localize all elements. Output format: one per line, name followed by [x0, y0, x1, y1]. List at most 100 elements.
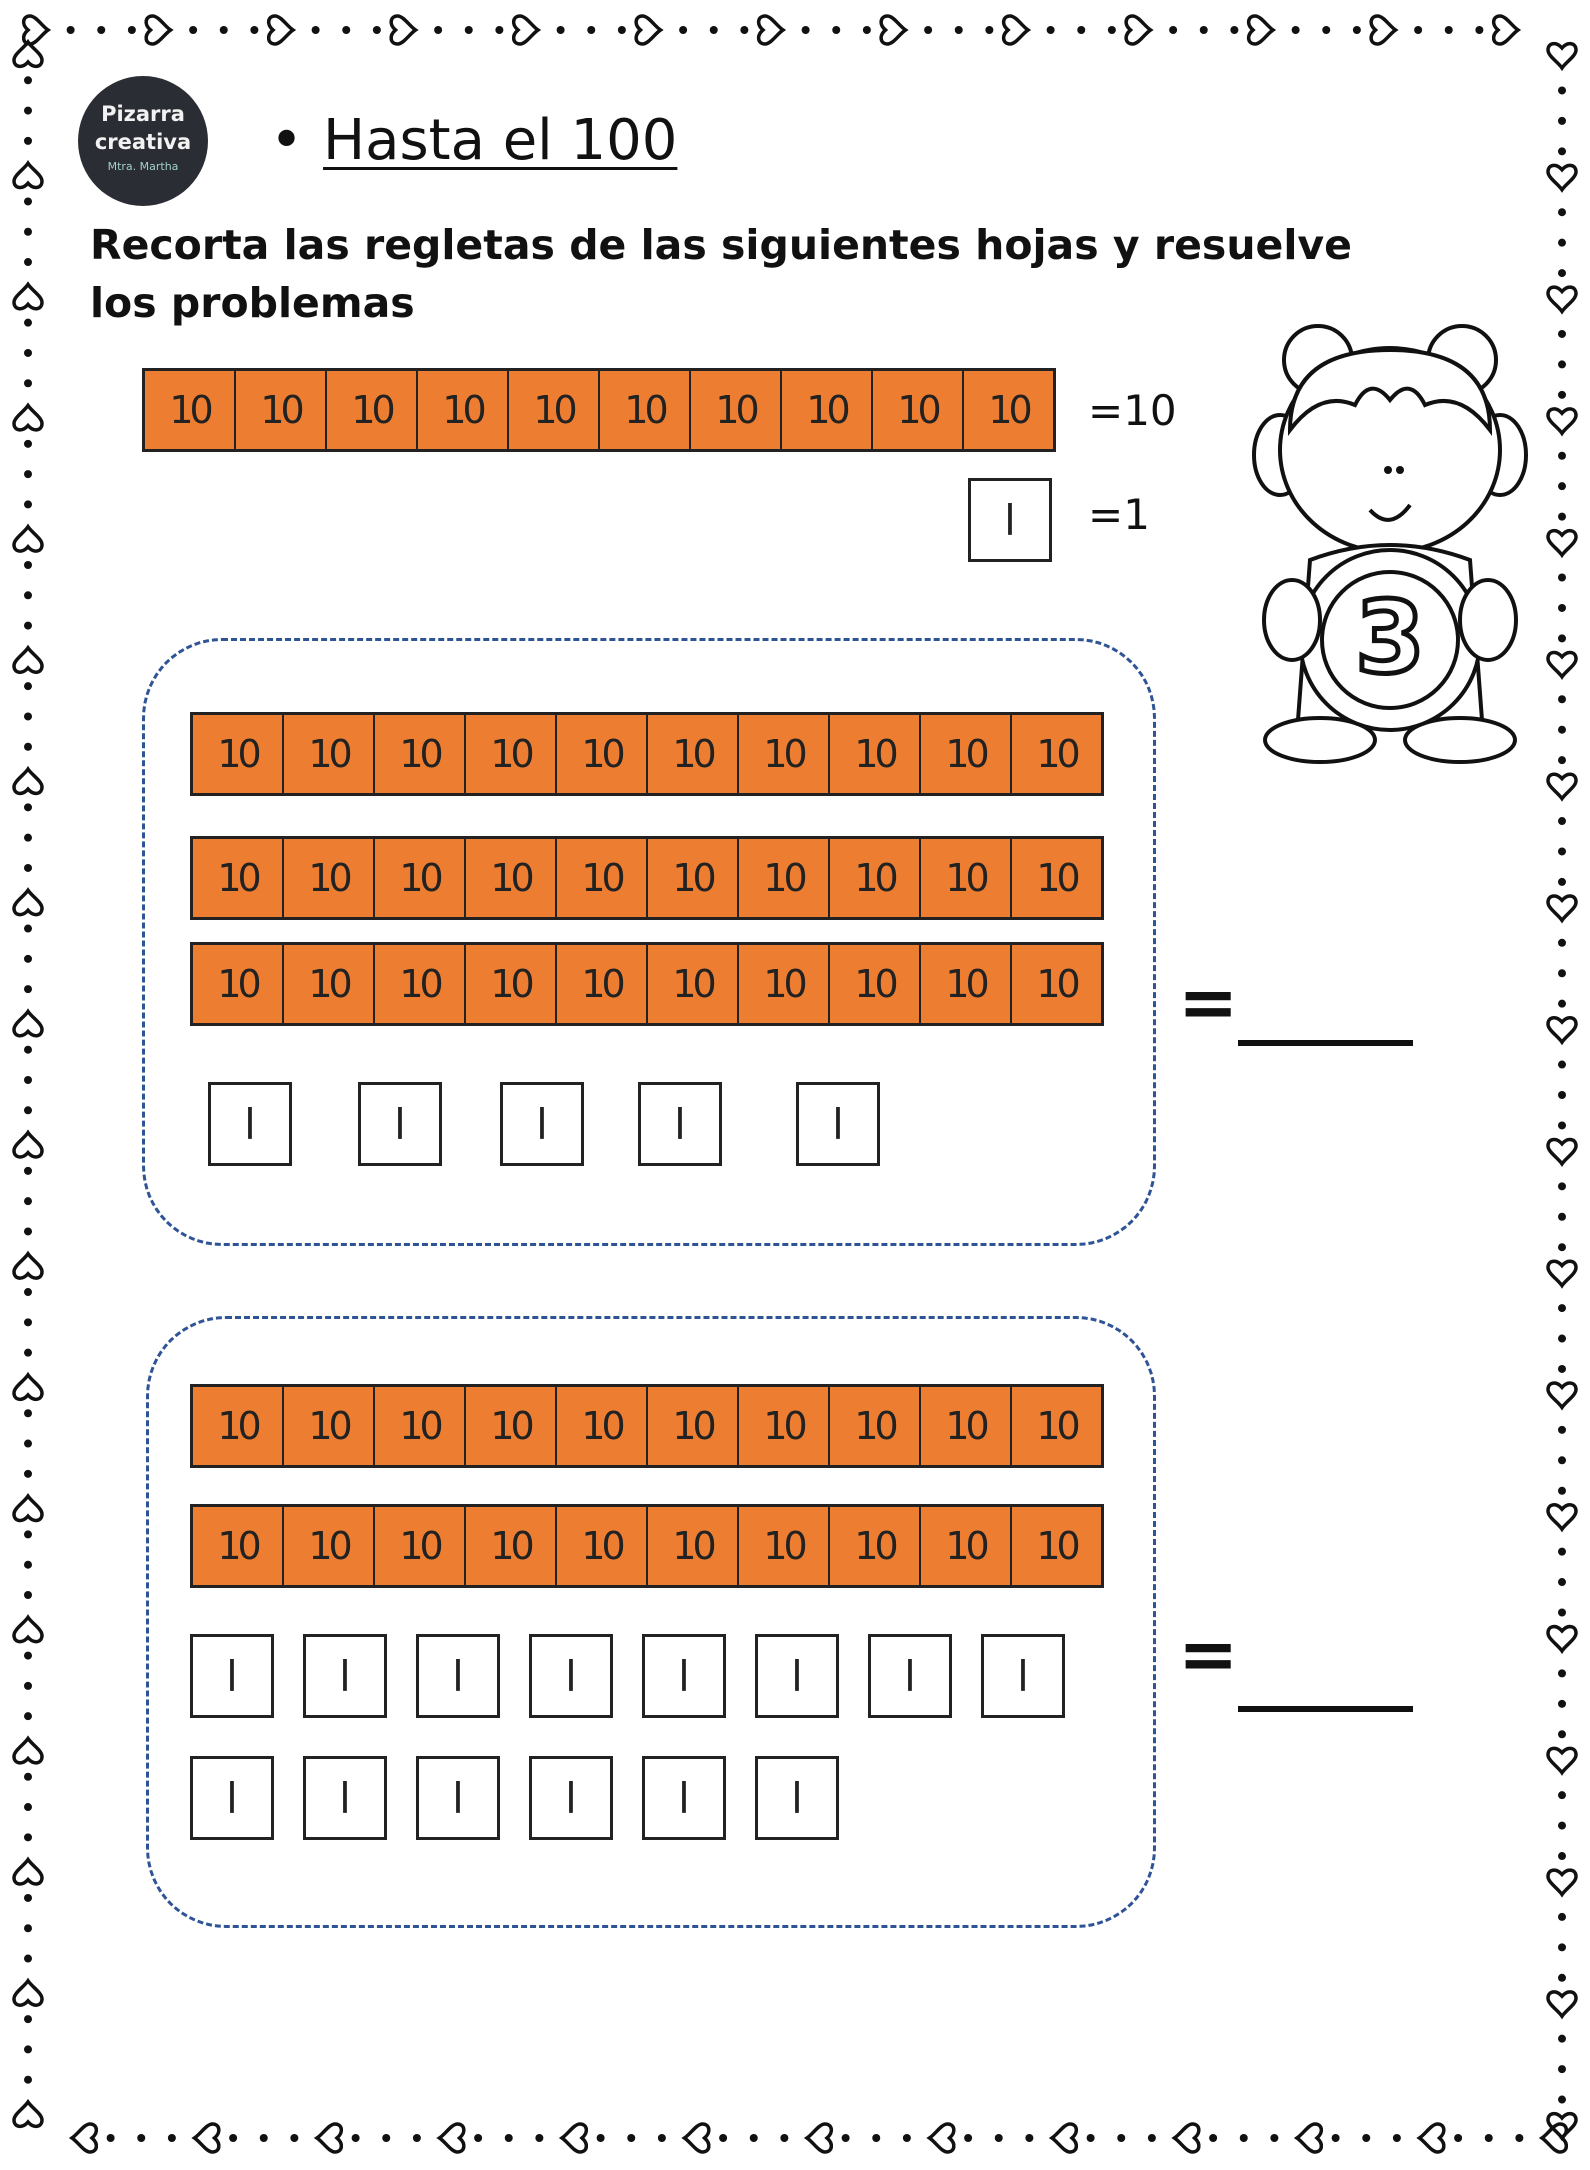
heart-icon	[389, 14, 419, 46]
rod-cell: 10	[1036, 1404, 1080, 1448]
heart-icon	[1546, 1137, 1578, 1168]
unit-label: l	[536, 1099, 548, 1149]
problem-2-unit: l	[642, 1756, 726, 1840]
unit-label: l	[226, 1773, 238, 1823]
rod-cell: 10	[193, 945, 284, 1023]
rod-cell: 10	[466, 1387, 557, 1465]
instruction-text: Recorta las regletas de las siguientes h…	[90, 221, 1352, 327]
unit-label: l	[452, 1773, 464, 1823]
unit-label: l	[244, 1099, 256, 1149]
heart-icon	[12, 402, 44, 432]
rod-cell: 10	[739, 1507, 830, 1585]
rod-cell: 10	[466, 715, 557, 793]
heart-icon	[1546, 650, 1578, 680]
logo-text-line1: Pizarra	[101, 102, 185, 126]
badge-number: 3	[1355, 579, 1425, 696]
heart-icon	[1171, 2122, 1201, 2154]
heart-icon	[1124, 14, 1154, 46]
problem-2-unit: l	[190, 1756, 274, 1840]
heart-icon	[1001, 14, 1032, 46]
unit-label: l	[678, 1651, 690, 1701]
problem-2-unit: l	[755, 1634, 839, 1718]
rod-cell: 10	[284, 1387, 375, 1465]
rod-cell: 10	[739, 1387, 830, 1465]
problem-1-box	[142, 638, 1156, 1246]
heart-icon	[511, 14, 542, 46]
rod-cell: 10	[557, 1507, 648, 1585]
rod-cell: 10	[691, 371, 782, 449]
rod-cell: 10	[1036, 856, 1080, 900]
rod-cell: 10	[557, 945, 648, 1023]
heart-icon	[879, 14, 909, 46]
problem-1-unit: l	[208, 1082, 292, 1166]
heart-icon	[12, 160, 44, 190]
problem-2-unit: l	[416, 1634, 500, 1718]
problem-2-unit: l	[416, 1756, 500, 1840]
problem-1-unit: l	[500, 1082, 584, 1166]
problem-2-unit: l	[303, 1756, 387, 1840]
heart-icon	[1546, 1381, 1578, 1411]
rod-cell: 10	[830, 715, 921, 793]
heart-icon	[12, 1977, 44, 2007]
rod-cell: 10	[375, 945, 466, 1023]
heart-icon	[12, 1856, 44, 1886]
rod-cell: 10	[375, 715, 466, 793]
rod-cell: 10	[830, 945, 921, 1023]
heart-icon	[1048, 2122, 1079, 2154]
heart-icon	[1546, 1503, 1578, 1533]
rod-cell: 10	[418, 371, 509, 449]
rod-cell: 10	[873, 371, 964, 449]
title-text: Hasta el 100	[323, 108, 678, 173]
heart-icon	[1546, 2111, 1578, 2142]
heart-icon	[1546, 285, 1578, 315]
problem-1-answer-line[interactable]	[1238, 1040, 1413, 1046]
rod-cell: 10	[830, 839, 921, 917]
problem-2-answer-line[interactable]	[1238, 1706, 1413, 1712]
problem-2-unit: l	[303, 1634, 387, 1718]
heart-icon	[191, 2122, 221, 2154]
heart-icon	[1546, 1746, 1578, 1776]
rod-cell: 10	[193, 839, 284, 917]
heart-icon	[1246, 14, 1277, 46]
rod-cell: 10	[648, 1387, 739, 1465]
problem-2-unit: l	[755, 1756, 839, 1840]
rod-cell: 10	[830, 1387, 921, 1465]
heart-icon	[266, 14, 297, 46]
unit-label: l	[791, 1773, 803, 1823]
rod-cell: 10	[284, 839, 375, 917]
unit-label: l	[1004, 495, 1016, 545]
rod-cell: 10	[648, 1507, 739, 1585]
rod-cell: 10	[1036, 962, 1080, 1006]
unit-label: l	[339, 1773, 351, 1823]
heart-icon	[12, 1371, 44, 1401]
rod-cell: 10	[921, 945, 1012, 1023]
heart-icon	[12, 887, 44, 917]
unit-label: l	[565, 1651, 577, 1701]
heart-icon	[144, 14, 174, 46]
rod-cell: 10	[921, 715, 1012, 793]
rod-cell: 10	[466, 1507, 557, 1585]
problem-1-unit: l	[638, 1082, 722, 1166]
heart-icon	[12, 765, 44, 796]
rod-cell: 10	[145, 371, 236, 449]
rod-cell: 10	[648, 945, 739, 1023]
unit-label: l	[678, 1773, 690, 1823]
rod-cell: 10	[557, 839, 648, 917]
rod-cell: 10	[466, 945, 557, 1023]
rod-cell: 10	[739, 839, 830, 917]
heart-icon	[756, 14, 787, 46]
rod-cell: 10	[236, 371, 327, 449]
heart-icon	[68, 2122, 99, 2154]
heart-icon	[1546, 41, 1578, 72]
problem-2-box	[146, 1316, 1156, 1928]
rod-cell: 10	[648, 839, 739, 917]
rod-cell: 10	[988, 388, 1032, 432]
rod-cell: 10	[284, 945, 375, 1023]
heart-icon	[21, 14, 52, 46]
heart-icon	[1546, 1259, 1578, 1289]
heart-icon	[12, 1250, 44, 1280]
